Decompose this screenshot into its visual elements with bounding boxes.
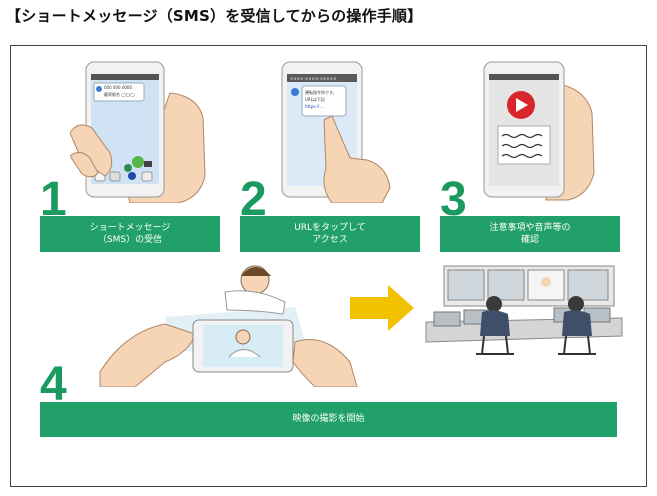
- step1-phone-illustration: 000 000 0000 最寄駅名 ◯◯◯: [70, 58, 220, 203]
- control-room-illustration: [424, 262, 624, 362]
- bubble-line2: URLは下記: [305, 96, 325, 102]
- step1-label-line1: ショートメッセージ: [90, 222, 171, 234]
- step1-label-band: ショートメッセージ （SMS）の受信: [40, 216, 220, 252]
- page-title: 【ショートメッセージ（SMS）を受信してからの操作手順】: [6, 5, 422, 26]
- step2-phone-illustration: ××××-××××-××××× 運転指令所です。 URLは下記 https://…: [272, 58, 402, 203]
- step1-label-line2: （SMS）の受信: [98, 234, 162, 246]
- step4-filming-illustration: [95, 262, 365, 387]
- sms-thread-header: ××××-××××-×××××: [290, 76, 336, 81]
- step3-phone-illustration: [476, 58, 606, 203]
- step3-label-line2: 確認: [521, 234, 539, 246]
- step3-label-band: 注意事項や音声等の 確認: [440, 216, 620, 252]
- step4-label-line1: 映像の撮影を開始: [292, 413, 364, 425]
- step2-label-line2: アクセス: [312, 234, 348, 246]
- step2-label-band: URLをタップして アクセス: [240, 216, 420, 252]
- step3-label-line1: 注意事項や音声等の: [489, 222, 570, 234]
- step2-label-line1: URLをタップして: [294, 222, 366, 234]
- sms-preview-text: 最寄駅名 ◯◯◯: [104, 91, 135, 97]
- bubble-line3: https://…: [305, 104, 323, 109]
- step4-label-band: 映像の撮影を開始: [40, 402, 617, 437]
- bubble-line1: 運転指令所です。: [305, 89, 337, 95]
- sms-sender-number: 000 000 0000: [104, 85, 132, 90]
- arrow-right-icon: [350, 283, 416, 333]
